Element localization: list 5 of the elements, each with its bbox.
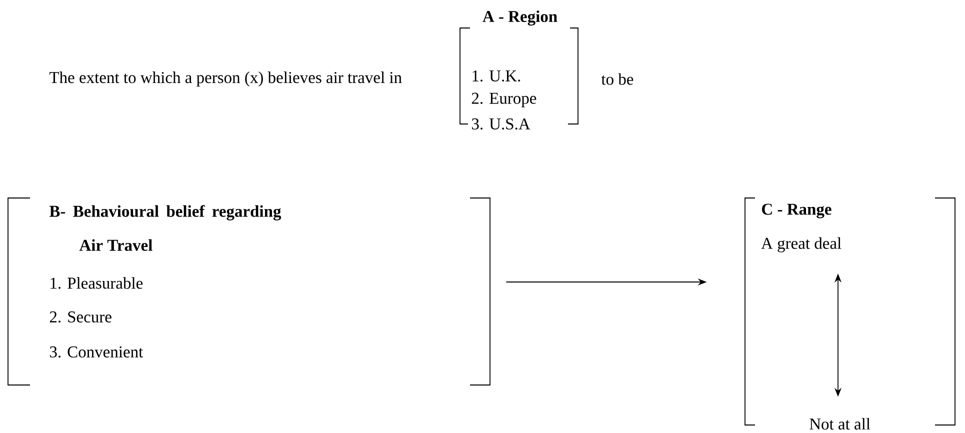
- sentence-text: The extent to which a person (x) believes air travel in: [50, 72, 402, 86]
- bracket-box: A - Region 1. U.K. 2. Europe 3. U.S.A: [460, 10, 578, 130]
- sentence-text: to be: [601, 73, 634, 85]
- range-label: A great deal: [760, 236, 843, 254]
- bracket-box: B- Behavioural belief regarding Air Travel 1. Pleasurable 2. Secure 3. Convenient: [8, 198, 490, 386]
